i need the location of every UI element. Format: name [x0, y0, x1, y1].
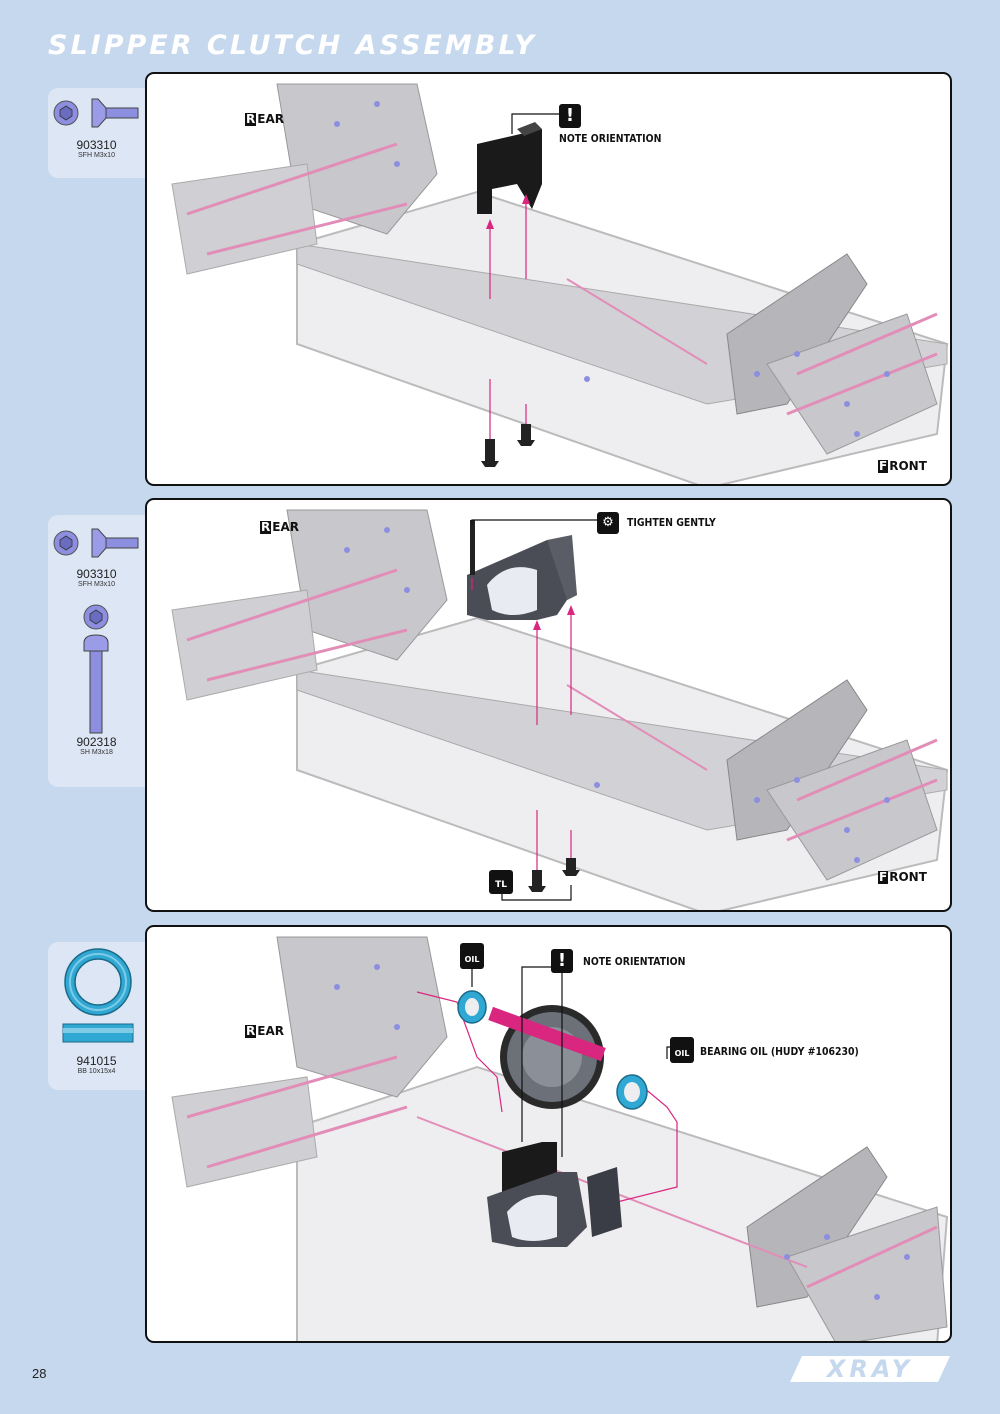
- flat-head-screw-icon: [53, 528, 139, 558]
- step1-parts-card: 903310 SFH M3x10: [48, 88, 145, 178]
- svg-text:XRAY: XRAY: [825, 1355, 913, 1383]
- ball-bearing-icon: [62, 948, 134, 1043]
- direction-initial: F: [878, 870, 889, 884]
- step2-parts-card: 903310 SFH M3x10 902318 SH M3x18: [48, 515, 145, 787]
- part-code: 902318: [76, 735, 117, 749]
- oil-icon: OIL: [670, 1037, 694, 1063]
- bearing-oil-label: BEARING OIL (HUDY #106230): [700, 1045, 859, 1058]
- part-desc: SFH M3x10: [78, 581, 115, 588]
- xray-logo: XRAY: [790, 1355, 950, 1383]
- socket-head-screw-icon: [83, 604, 109, 734]
- oil-icon: OIL: [460, 943, 484, 969]
- exclamation-icon: !: [551, 949, 573, 973]
- flat-head-screw-icon: [53, 98, 139, 128]
- page-title: SLIPPER CLUTCH ASSEMBLY: [48, 30, 537, 61]
- direction-initial: R: [260, 520, 272, 534]
- note-orientation-label: NOTE ORIENTATION: [583, 955, 686, 968]
- tighten-gently-label: TIGHTEN GENTLY: [627, 516, 716, 529]
- note-orientation-label: NOTE ORIENTATION: [559, 132, 662, 145]
- direction-initial: R: [245, 1024, 257, 1038]
- page-number: 28: [32, 1366, 47, 1381]
- direction-initial: R: [245, 112, 257, 126]
- step3-parts-card: 941015 BB 10x15x4: [48, 942, 145, 1090]
- exclamation-icon: !: [559, 104, 581, 128]
- threadlock-icon: TL: [489, 870, 513, 894]
- part-desc: SFH M3x10: [78, 152, 115, 159]
- step1-chassis-illustration: [171, 83, 949, 484]
- part-code: 903310: [76, 567, 117, 581]
- part-code: 903310: [76, 138, 117, 152]
- direction-initial: F: [878, 459, 889, 473]
- step2-chassis-illustration: [171, 509, 949, 910]
- step3-chassis-illustration: [171, 936, 949, 1341]
- part-code: 941015: [76, 1054, 117, 1068]
- part-desc: BB 10x15x4: [77, 1068, 116, 1075]
- part-desc: SH M3x18: [80, 749, 113, 756]
- tighten-gently-icon: ⚙: [597, 512, 619, 534]
